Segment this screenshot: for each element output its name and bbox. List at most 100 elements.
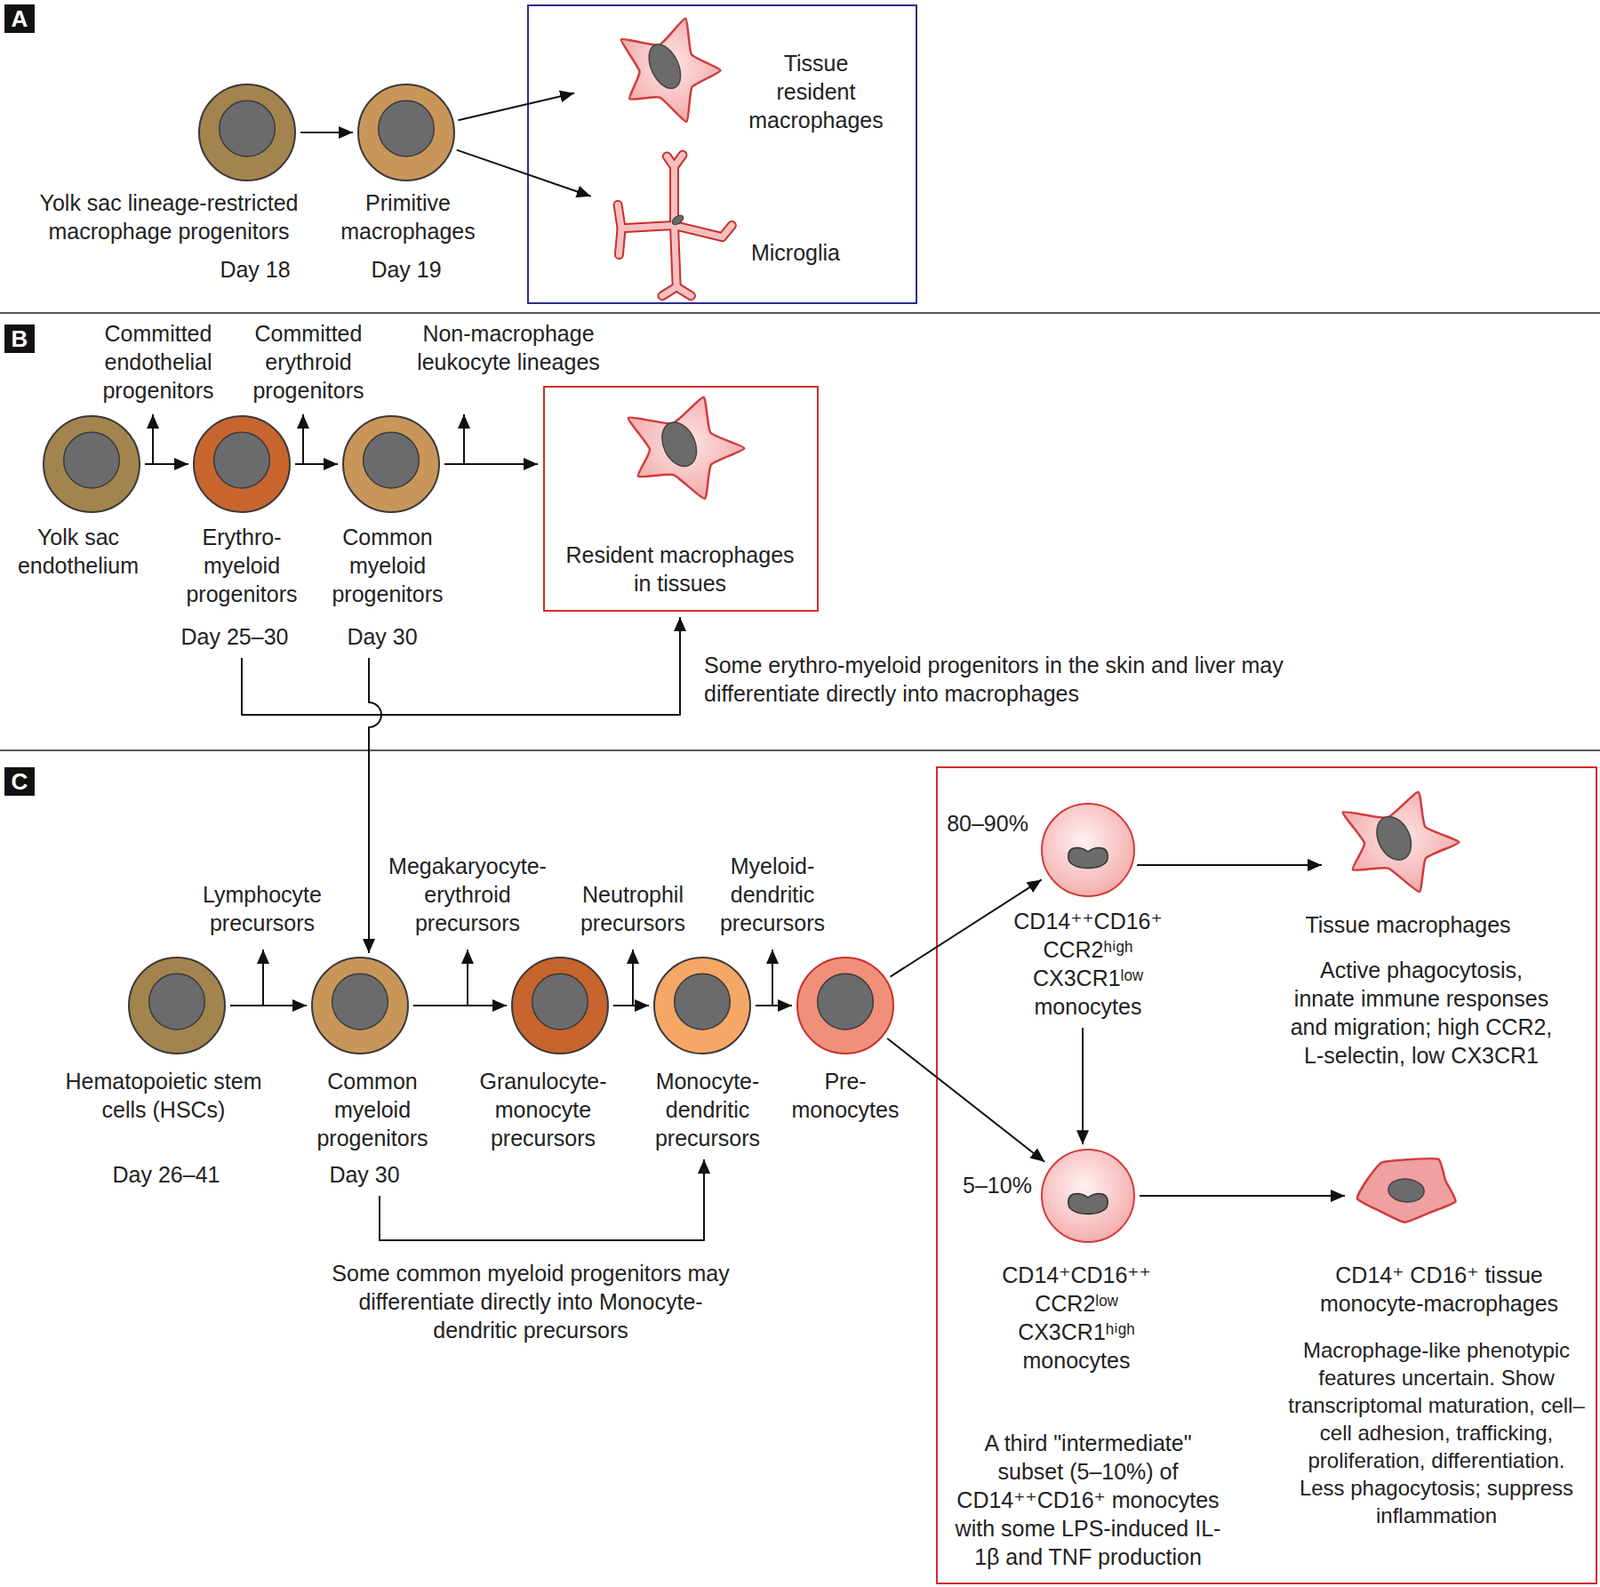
cell-body — [193, 416, 290, 512]
precursor-cell: Monocyte-dendritic precursors — [643, 952, 772, 1154]
microglia-branch — [618, 227, 622, 255]
progenitor-cell: Erythro-myeloid progenitorsDay 25–30 — [170, 411, 311, 653]
cell-label: Day 30 — [328, 622, 436, 651]
connector-arrow — [1139, 1194, 1345, 1197]
panel-divider — [0, 749, 1600, 752]
nucleus — [670, 213, 685, 227]
microglia-branch — [617, 204, 674, 228]
cell-shape — [1039, 1146, 1137, 1245]
cell-label: Tissue macrophages — [1274, 910, 1542, 939]
cell-label: Active phagocytosis, innate immune respo… — [1288, 955, 1555, 1070]
microglia-branch — [666, 155, 674, 167]
cell-body — [797, 957, 894, 1054]
group-frame — [528, 5, 917, 304]
microglia-branch — [666, 155, 674, 167]
group-frame — [936, 767, 1597, 1584]
cell-label: Monocyte-dendritic precursors — [645, 1066, 770, 1152]
connector-arrow — [444, 463, 538, 465]
cell-label: CD14⁺⁺CD16⁺ CCR2ʰⁱᵍʰ CX3CR1ˡᵒʷ monocytes — [1003, 906, 1173, 1021]
cell-shape — [340, 413, 442, 515]
branch-arrow — [466, 949, 469, 1006]
connector-arrow — [456, 150, 592, 197]
connector-arrow — [613, 1004, 649, 1007]
nucleus — [817, 973, 874, 1030]
cell-shape — [509, 954, 611, 1056]
cell-label: 5–10% — [952, 1170, 1042, 1200]
cell-shape — [612, 391, 755, 507]
macrophage-body — [1343, 792, 1460, 892]
nucleus — [1068, 1193, 1108, 1215]
connector-arrow — [887, 1038, 1045, 1162]
macrophage-cell: Tissue macrophagesActive phagocytosis, i… — [1272, 784, 1557, 1072]
macrophage-body — [1357, 1158, 1456, 1223]
annotation-text: Lymphocyte precursors — [191, 880, 334, 937]
cell-label: Resident macrophages in tissues — [564, 540, 796, 598]
microglia-branch — [673, 224, 732, 237]
annotation-text: Myeloid-dendritic precursors — [714, 851, 831, 937]
monocyte-cell: 5–10% CD14⁺CD16⁺⁺ CCR2ˡᵒʷ CX3CR1ʰⁱᵍʰ mono… — [951, 1144, 1163, 1376]
nucleus — [1068, 848, 1108, 869]
annotation-text: Non-macrophage leukocyte lineages — [397, 319, 620, 376]
cell-shape — [651, 954, 753, 1056]
cell-shape — [794, 954, 896, 1056]
connector-arrow — [368, 657, 382, 953]
macrophage-box: Resident macrophages in tissues — [543, 385, 819, 612]
cell-label: Primitive macrophages — [332, 188, 484, 246]
panel-divider — [0, 312, 1600, 314]
panel-letter: C — [4, 767, 35, 796]
microglia-branch — [676, 286, 691, 296]
nucleus — [655, 416, 704, 472]
cell-label: Day 18 — [201, 255, 309, 284]
cell-shape — [607, 12, 730, 130]
cell-label: Hematopoietic stem cells (HSCs) — [52, 1066, 275, 1124]
annotation-text: A third "intermediate" subset (5–10%) of… — [954, 1428, 1222, 1571]
cell-label: Day 26–41 — [99, 1160, 233, 1189]
progenitor-cell: Yolk sac lineage-restricted macrophage p… — [14, 80, 325, 286]
cell-shape — [196, 81, 298, 184]
cell-body — [512, 957, 608, 1054]
connector-arrow — [1081, 1027, 1084, 1144]
cell-label: CD14⁺CD16⁺⁺ CCR2ˡᵒʷ CX3CR1ʰⁱᵍʰ monocytes — [992, 1260, 1161, 1375]
cell-body — [43, 416, 140, 512]
cell-body — [654, 957, 751, 1054]
endothelium-cell: Yolk sac endothelium — [0, 411, 156, 582]
connector-arrow — [755, 1004, 792, 1007]
nucleus — [149, 973, 206, 1030]
cell-shape — [126, 954, 228, 1056]
premonocyte-cell: Pre-monocytes — [784, 952, 907, 1126]
cell-shape — [1327, 785, 1470, 900]
annotation-text: Megakaryocyte-erythroid precursors — [378, 851, 557, 937]
microglia-branch — [617, 204, 674, 228]
macrophage-cell: Primitive macrophagesDay 19 — [330, 80, 486, 286]
annotation-text: Committed erythroid progenitors — [237, 319, 380, 405]
cell-body — [199, 84, 296, 181]
cell-label: Macrophage-like phenotypic features unce… — [1283, 1336, 1591, 1529]
annotation-text: Some common myeloid progenitors may diff… — [317, 1258, 744, 1344]
cell-body — [358, 84, 455, 181]
microglia-branch — [673, 224, 732, 237]
cell-shape — [40, 413, 143, 515]
cell-label: Pre-monocytes — [785, 1066, 905, 1124]
branch-arrow — [262, 949, 264, 1006]
microglia-branch — [618, 227, 622, 255]
connector-arrow — [230, 1004, 307, 1007]
cell-label: CD14⁺ CD16⁺ tissue monocyte-macrophages — [1292, 1260, 1586, 1318]
connector-arrow — [379, 1159, 704, 1240]
cell-label: Day 25–30 — [172, 622, 297, 651]
cell-body — [343, 416, 440, 512]
progenitor-cell: Common myeloid progenitorsDay 30 — [304, 952, 441, 1191]
cell-label: Day 19 — [352, 255, 460, 284]
precursor-cell: Granulocyte-monocyte precursors — [465, 952, 621, 1154]
cell-label: Erythro-myeloid progenitors — [175, 522, 309, 608]
cell-shape — [614, 152, 735, 299]
nucleus — [642, 39, 688, 94]
annotation-text: Neutrophil precursors — [570, 880, 696, 937]
shape-part — [152, 414, 773, 1006]
microglia-branch — [676, 286, 691, 296]
microglia-cell: Microglia — [612, 150, 865, 301]
connector-arrow — [295, 463, 338, 465]
branch-arrow — [152, 414, 154, 464]
cell-shape — [191, 413, 293, 515]
cell-body — [1041, 1149, 1135, 1242]
